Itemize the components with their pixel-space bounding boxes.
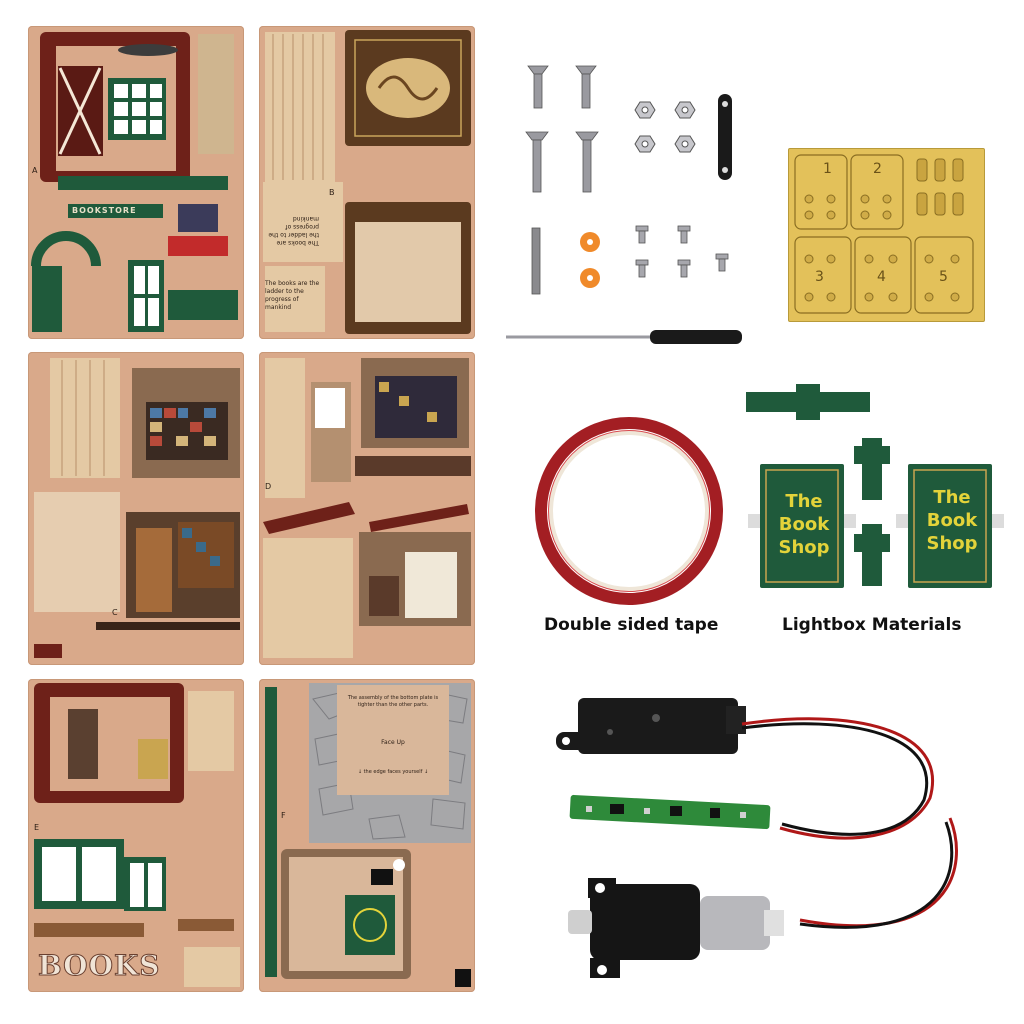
- sheet-b: B The books are the ladder to the progre…: [259, 26, 475, 339]
- sheet-f-note-1: The assembly of the bottom plate is tigh…: [347, 695, 439, 708]
- sheet-c: C: [28, 352, 244, 665]
- sheet-c-parts: [34, 358, 240, 658]
- motor-icon: [568, 878, 784, 978]
- lightbox-panel-left-text: The Book Shop: [778, 491, 830, 558]
- tray-number-4: 4: [877, 269, 886, 285]
- hex-nut-icon: [634, 101, 696, 153]
- sheet-d-letter: D: [265, 482, 272, 491]
- lightbox-panel-right-text: The Book Shop: [926, 487, 978, 554]
- electronics-group: [556, 698, 958, 978]
- numbered-tray: 1 2 3 4 5: [788, 148, 985, 322]
- long-screw-icon: [525, 65, 599, 193]
- sheet-e-parts: [34, 683, 240, 987]
- metal-pin-icon: [531, 227, 541, 295]
- screwdriver-icon: [506, 330, 742, 344]
- sheet-f: The assembly of the bottom plate is tigh…: [259, 679, 475, 992]
- hardware-group: [506, 65, 742, 344]
- sheet-c-letter: C: [112, 608, 118, 617]
- sheet-b-letter: B: [329, 188, 335, 197]
- sheet-f-note-2: Face Up: [381, 739, 405, 746]
- sheet-b-quote-top: The books are the ladder to the progress…: [268, 215, 319, 246]
- tray-number-2: 2: [873, 161, 882, 177]
- sheet-d: D: [259, 352, 475, 665]
- lightbox-panel-left: [748, 464, 856, 588]
- circuit-board-icon: [569, 794, 771, 830]
- sheet-a-sign: BOOKSTORE: [72, 206, 137, 215]
- sheet-d-parts: [263, 358, 471, 658]
- tray-number-1: 1: [823, 161, 832, 177]
- small-screw-icon: [635, 225, 729, 278]
- sheet-b-quote-bottom: The books are the ladder to the progress…: [265, 280, 320, 311]
- sheet-b-parts: [263, 30, 471, 334]
- battery-box-icon: [556, 698, 746, 754]
- lightbox-parts: [746, 384, 1004, 588]
- sheet-a: A BOOKSTORE: [28, 26, 244, 339]
- tape-caption: Double sided tape: [544, 615, 719, 635]
- sheet-f-letter: F: [281, 811, 286, 820]
- sheet-e-letter: E: [34, 823, 40, 832]
- sheet-a-letter: A: [32, 166, 38, 175]
- tray-number-5: 5: [939, 269, 948, 285]
- sheet-e: E BOOKS: [28, 679, 244, 992]
- tray-cells: [794, 154, 974, 314]
- sheet-a-parts: [31, 32, 238, 332]
- tray-number-3: 3: [815, 269, 824, 285]
- tape-roll: [534, 416, 724, 606]
- sheet-e-books-sign: BOOKS: [38, 949, 161, 983]
- sheet-f-parts: [265, 683, 471, 987]
- switch-lever-icon: [718, 94, 732, 180]
- tape-roll-icon: [535, 417, 723, 605]
- sheet-f-note-3: ↓ the edge faces yourself ↓: [357, 769, 429, 775]
- lightbox-panel-right: [896, 464, 1004, 588]
- lightbox-caption: Lightbox Materials: [782, 615, 962, 635]
